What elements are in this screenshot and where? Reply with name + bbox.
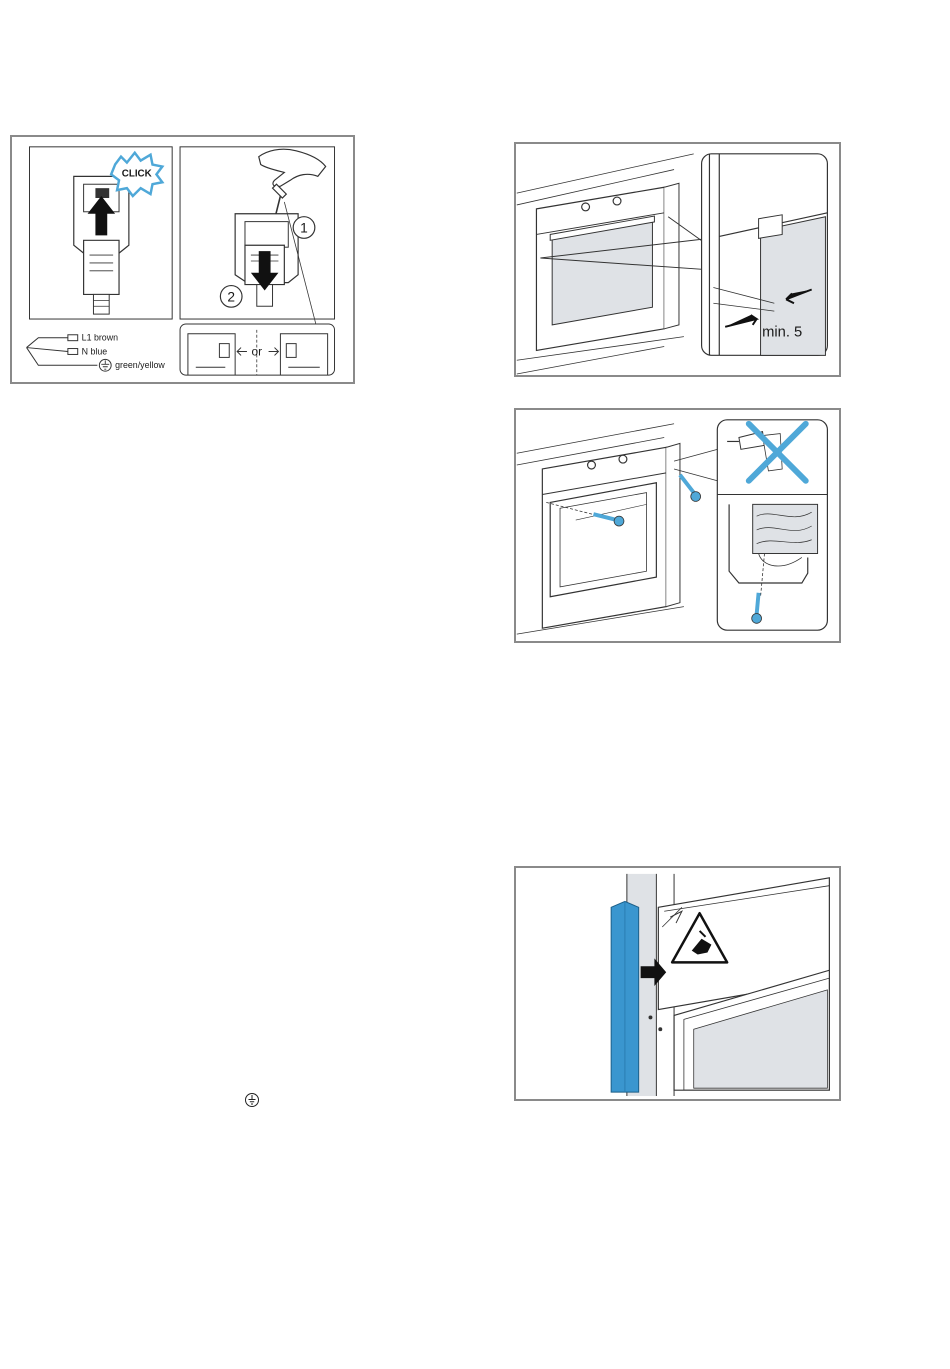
wire-earth-label: green/yellow [115, 360, 165, 370]
screw-icon [680, 475, 701, 502]
screws-figure [514, 408, 841, 643]
wire-l1-label: L1 brown [82, 333, 118, 343]
min-gap-label: min. 5 [762, 325, 802, 341]
trim-strip [611, 901, 639, 1092]
click-burst-icon: CLICK [111, 153, 162, 196]
or-label: or [252, 344, 263, 358]
trim-strip-figure [514, 866, 841, 1101]
hand-icon [259, 149, 326, 187]
click-label: CLICK [122, 168, 152, 179]
connection-figure: CLICK 1 2 [10, 135, 355, 384]
step-1-label: 1 [300, 220, 308, 235]
earth-ground-icon [99, 359, 111, 371]
step-2-label: 2 [227, 289, 235, 304]
earth-ground-icon [244, 1092, 260, 1108]
wire-n-label: N blue [82, 346, 108, 356]
gap-figure: min. 5 [514, 142, 841, 377]
